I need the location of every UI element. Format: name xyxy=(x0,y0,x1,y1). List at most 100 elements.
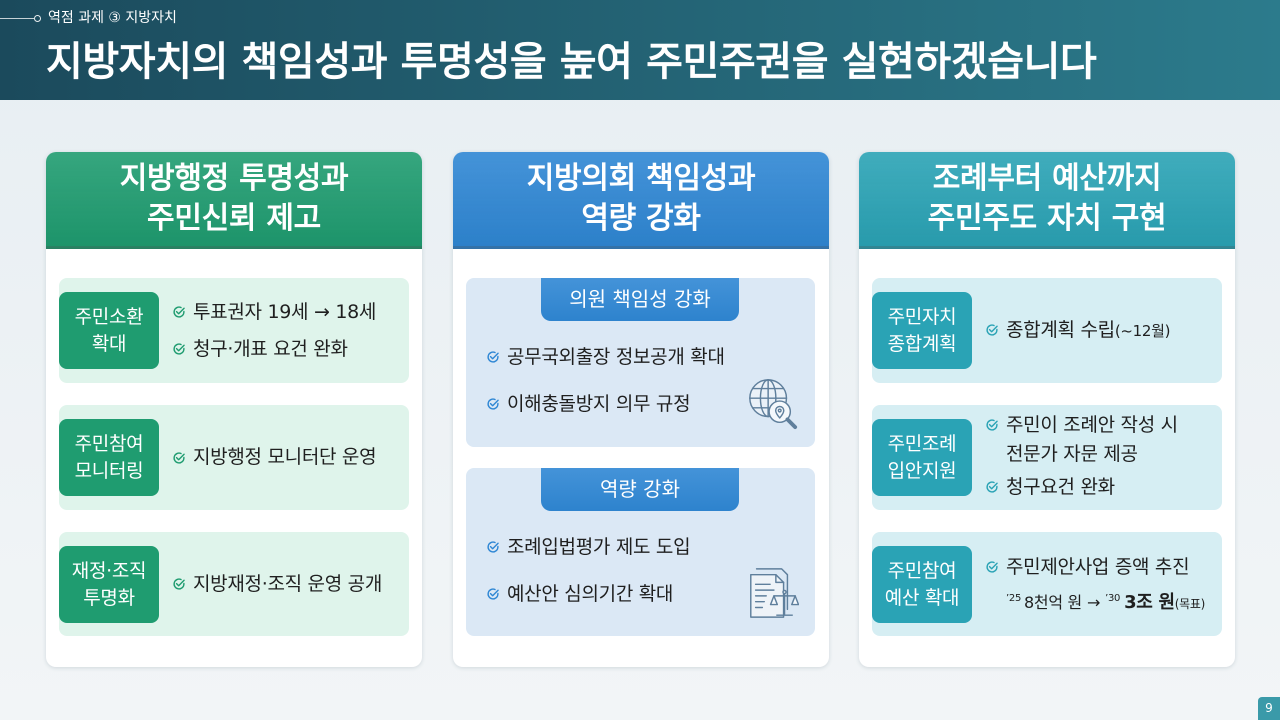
policy-item-text: 청구요건 완화 xyxy=(1006,475,1115,498)
policy-items: 주민이 조례안 작성 시 전문가 자문 제공 청구요건 완화 xyxy=(985,405,1218,510)
target-note: (목표) xyxy=(1174,596,1206,611)
policy-label-line: 종합계획 xyxy=(887,332,957,355)
policy-label: 주민참여 예산 확대 xyxy=(872,546,972,623)
policy-label-line: 확대 xyxy=(91,332,127,355)
policy-label: 주민참여 모니터링 xyxy=(59,419,159,496)
column-title-line: 주민주도 자치 구현 xyxy=(927,201,1167,236)
policy-item-text: 조례입법평가 제도 도입 xyxy=(507,536,691,558)
policy-item-text: 주민이 조례안 작성 시 전문가 자문 제공 xyxy=(1006,411,1178,469)
check-icon xyxy=(986,481,998,493)
policy-label: 주민조례 입안지원 xyxy=(872,419,972,496)
policy-item-text: 공무국외출장 정보공개 확대 xyxy=(507,346,725,368)
policy-item: 조례입법평가 제도 도입 xyxy=(486,532,691,562)
policy-row: 주민참여 모니터링 지방행정 모니터단 운영 xyxy=(59,405,409,510)
policy-item-text: 예산안 심의기간 확대 xyxy=(507,583,674,605)
kicker-rule xyxy=(0,18,34,19)
slide-title: 지방자치의 책임성과 투명성을 높여 주민주권을 실현하겠습니다 xyxy=(46,39,1097,85)
policy-item-text: 청구·개표 요건 완화 xyxy=(193,337,348,360)
policy-label-line: 투명화 xyxy=(83,586,135,609)
policy-item-line: 주민이 조례안 작성 시 xyxy=(1006,413,1178,436)
policy-row: 주민자치 종합계획 종합계획 수립(~12월) xyxy=(872,278,1222,383)
arrow-icon: → xyxy=(1086,592,1101,612)
policy-item: 지방행정 모니터단 운영 xyxy=(172,439,405,476)
policy-label: 재정·조직 투명화 xyxy=(59,546,159,623)
policy-item-line: 전문가 자문 제공 xyxy=(1006,442,1138,465)
column-header: 지방행정 투명성과 주민신뢰 제고 xyxy=(46,152,422,249)
check-icon xyxy=(487,351,499,363)
policy-item: 청구요건 완화 xyxy=(985,473,1218,502)
policy-item: 종합계획 수립(~12월) xyxy=(985,312,1218,350)
page-number: 9 xyxy=(1258,697,1280,720)
column-title-line: 지방의회 책임성과 xyxy=(526,161,756,196)
policy-label-line: 예산 확대 xyxy=(884,586,960,609)
policy-label: 주민자치 종합계획 xyxy=(872,292,972,369)
item-note: (~12월) xyxy=(1114,321,1171,340)
document-scale-icon xyxy=(750,568,799,618)
policy-items: 공무국외출장 정보공개 확대 이해충돌방지 의무 규정 xyxy=(486,342,725,419)
column-card-local-council: 지방의회 책임성과 역량 강화 의원 책임성 강화 공무국외출장 정보공개 확대… xyxy=(453,152,829,667)
policy-items: 지방재정·조직 운영 공개 xyxy=(172,532,405,636)
policy-row: 주민조례 입안지원 주민이 조례안 작성 시 전문가 자문 제공 청구요건 완화 xyxy=(872,405,1222,510)
policy-label-line: 재정·조직 xyxy=(71,559,147,582)
target-amount: 3조 원 xyxy=(1124,591,1175,613)
policy-item: 청구·개표 요건 완화 xyxy=(172,331,405,368)
column-header: 조례부터 예산까지 주민주도 자치 구현 xyxy=(859,152,1235,249)
policy-item: 투표권자 19세 → 18세 xyxy=(172,294,405,331)
policy-panel: 의원 책임성 강화 공무국외출장 정보공개 확대 이해충돌방지 의무 규정 xyxy=(466,278,815,447)
panel-heading: 의원 책임성 강화 xyxy=(541,278,739,321)
check-icon xyxy=(173,306,185,318)
policy-items: 조례입법평가 제도 도입 예산안 심의기간 확대 xyxy=(486,532,691,609)
check-icon xyxy=(487,398,499,410)
policy-items: 지방행정 모니터단 운영 xyxy=(172,405,405,510)
policy-label-line: 주민참여 xyxy=(887,559,957,582)
policy-label-line: 주민소환 xyxy=(74,305,144,328)
policy-row: 주민소환 확대 투표권자 19세 → 18세 청구·개표 요건 완화 xyxy=(59,278,409,383)
policy-label-line: 입안지원 xyxy=(887,459,957,482)
column-title-line: 역량 강화 xyxy=(581,201,701,236)
column-card-local-administration: 지방행정 투명성과 주민신뢰 제고 주민소환 확대 투표권자 19세 → 18세… xyxy=(46,152,422,667)
policy-item: 예산안 심의기간 확대 xyxy=(486,579,690,609)
column-title-line: 조례부터 예산까지 xyxy=(932,161,1162,196)
policy-label: 주민소환 확대 xyxy=(59,292,159,369)
check-icon xyxy=(986,324,998,336)
policy-item-text: 지방행정 모니터단 운영 xyxy=(193,446,377,468)
policy-row: 주민참여 예산 확대 주민제안사업 증액 추진 ’25 8천억 원 → ’30 … xyxy=(872,532,1222,636)
policy-item: 공무국외출장 정보공개 확대 xyxy=(486,342,725,372)
budget-target-detail: ’25 8천억 원 → ’30 3조 원 (목표) xyxy=(985,585,1218,623)
policy-label-line: 주민자치 xyxy=(887,305,957,328)
policy-items: 종합계획 수립(~12월) xyxy=(985,278,1218,383)
item-main-text: 종합계획 수립 xyxy=(1006,318,1115,341)
policy-label-line: 모니터링 xyxy=(74,459,144,482)
policy-item-text: 이해충돌방지 의무 규정 xyxy=(507,393,691,415)
column-title-line: 주민신뢰 제고 xyxy=(147,201,321,236)
check-icon xyxy=(173,578,185,590)
policy-items: 주민제안사업 증액 추진 ’25 8천억 원 → ’30 3조 원 (목표) xyxy=(985,532,1218,636)
check-icon xyxy=(173,451,185,464)
policy-panel: 역량 강화 조례입법평가 제도 도입 예산안 심의기간 확대 xyxy=(466,468,815,636)
column-card-resident-autonomy: 조례부터 예산까지 주민주도 자치 구현 주민자치 종합계획 종합계획 수립(~… xyxy=(859,152,1235,667)
start-year: ’25 xyxy=(1006,592,1022,604)
start-amount: 8천억 원 xyxy=(1024,592,1082,612)
policy-label-line: 주민조례 xyxy=(887,432,957,455)
slide-header: 역점 과제 ③ 지방자치 지방자치의 책임성과 투명성을 높여 주민주권을 실현… xyxy=(0,0,1280,100)
policy-item-text: 종합계획 수립(~12월) xyxy=(1006,312,1171,350)
panel-heading: 역량 강화 xyxy=(541,468,739,511)
policy-row: 재정·조직 투명화 지방재정·조직 운영 공개 xyxy=(59,532,409,636)
check-icon xyxy=(173,343,185,355)
check-icon xyxy=(487,588,499,600)
policy-item-text: 투표권자 19세 → 18세 xyxy=(193,300,377,323)
check-icon xyxy=(487,541,499,553)
policy-item-text: 주민제안사업 증액 추진 xyxy=(1006,555,1190,578)
column-header: 지방의회 책임성과 역량 강화 xyxy=(453,152,829,249)
policy-item: 주민제안사업 증액 추진 xyxy=(985,550,1218,585)
column-title-line: 지방행정 투명성과 xyxy=(119,161,349,196)
globe-search-icon xyxy=(749,379,798,430)
policy-item-text: 지방재정·조직 운영 공개 xyxy=(193,572,383,595)
policy-item: 지방재정·조직 운영 공개 xyxy=(172,566,405,603)
policy-label-line: 주민참여 xyxy=(74,432,144,455)
check-icon xyxy=(986,561,998,573)
policy-items: 투표권자 19세 → 18세 청구·개표 요건 완화 xyxy=(172,278,405,383)
policy-item: 이해충돌방지 의무 규정 xyxy=(486,389,725,419)
check-icon xyxy=(986,419,998,431)
target-year: ’30 xyxy=(1105,592,1121,604)
